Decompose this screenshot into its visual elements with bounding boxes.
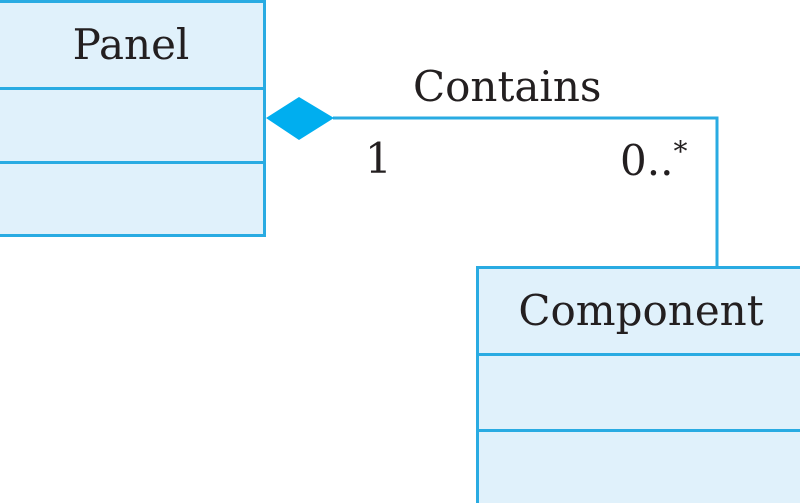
composition-diamond-icon: [266, 97, 334, 140]
component-operations-compartment: [479, 429, 800, 503]
panel-class-box: Panel: [0, 0, 266, 237]
association-name-label: Contains: [413, 62, 602, 111]
panel-operations-compartment: [0, 161, 263, 237]
component-attributes-compartment: [479, 353, 800, 429]
composition-association-line: [333, 116, 719, 266]
panel-multiplicity-label: 1: [365, 134, 392, 183]
component-multiplicity-label: 0..*: [620, 138, 687, 182]
component-class-box: Component: [476, 266, 800, 503]
component-multiplicity-range: 0..: [620, 136, 674, 185]
panel-attributes-compartment: [0, 87, 263, 161]
component-class-name: Component: [518, 286, 764, 335]
panel-class-name: Panel: [72, 20, 190, 69]
component-multiplicity-star: *: [673, 135, 688, 168]
